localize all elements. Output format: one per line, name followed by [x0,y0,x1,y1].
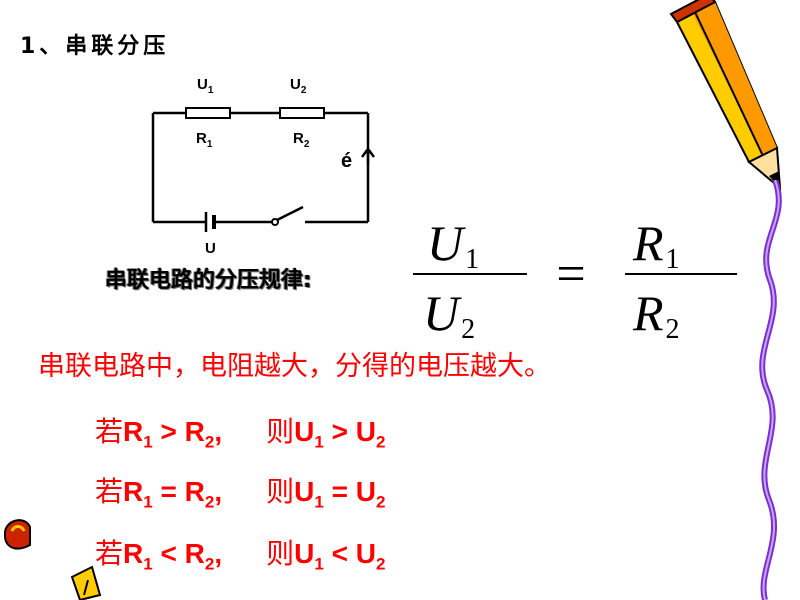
formula-lhs-numerator: U1 [427,215,479,275]
switch-symbol [271,205,304,226]
law-label: 串联电路的分压规律: [105,268,312,293]
label-u1: U1 [197,76,214,96]
label-r2: R2 [293,130,310,150]
section-heading: 1、串联分压 [20,34,170,59]
relation-row-greater: 若R1 > R2,则U1 > U2 [95,415,386,452]
formula-lhs-denominator: U2 [423,285,475,345]
label-current: é [341,150,353,172]
resistor-r1 [185,107,231,119]
label-source-u: U [205,240,216,257]
corner-decoration [3,519,102,600]
pencil-icon [669,0,782,191]
relation-row-less: 若R1 < R2,则U1 < U2 [95,537,386,574]
current-arrow-icon [361,146,375,165]
formula-rhs-denominator: R2 [632,285,680,345]
ratio-formula: U1 U2 = R1 R2 [413,215,737,345]
relation-row-equal: 若R1 = R2,则U1 = U2 [95,475,386,512]
label-r1: R1 [196,130,213,150]
circuit-diagram [151,107,375,232]
battery-symbol [204,212,216,232]
resistor-r2 [279,107,325,119]
label-u2: U2 [290,76,307,96]
formula-rhs-numerator: R1 [632,215,680,275]
conclusion-statement: 串联电路中，电阻越大，分得的电压越大。 [38,351,551,382]
decorative-ribbon [759,180,782,600]
formula-equals-sign: = [553,246,588,303]
